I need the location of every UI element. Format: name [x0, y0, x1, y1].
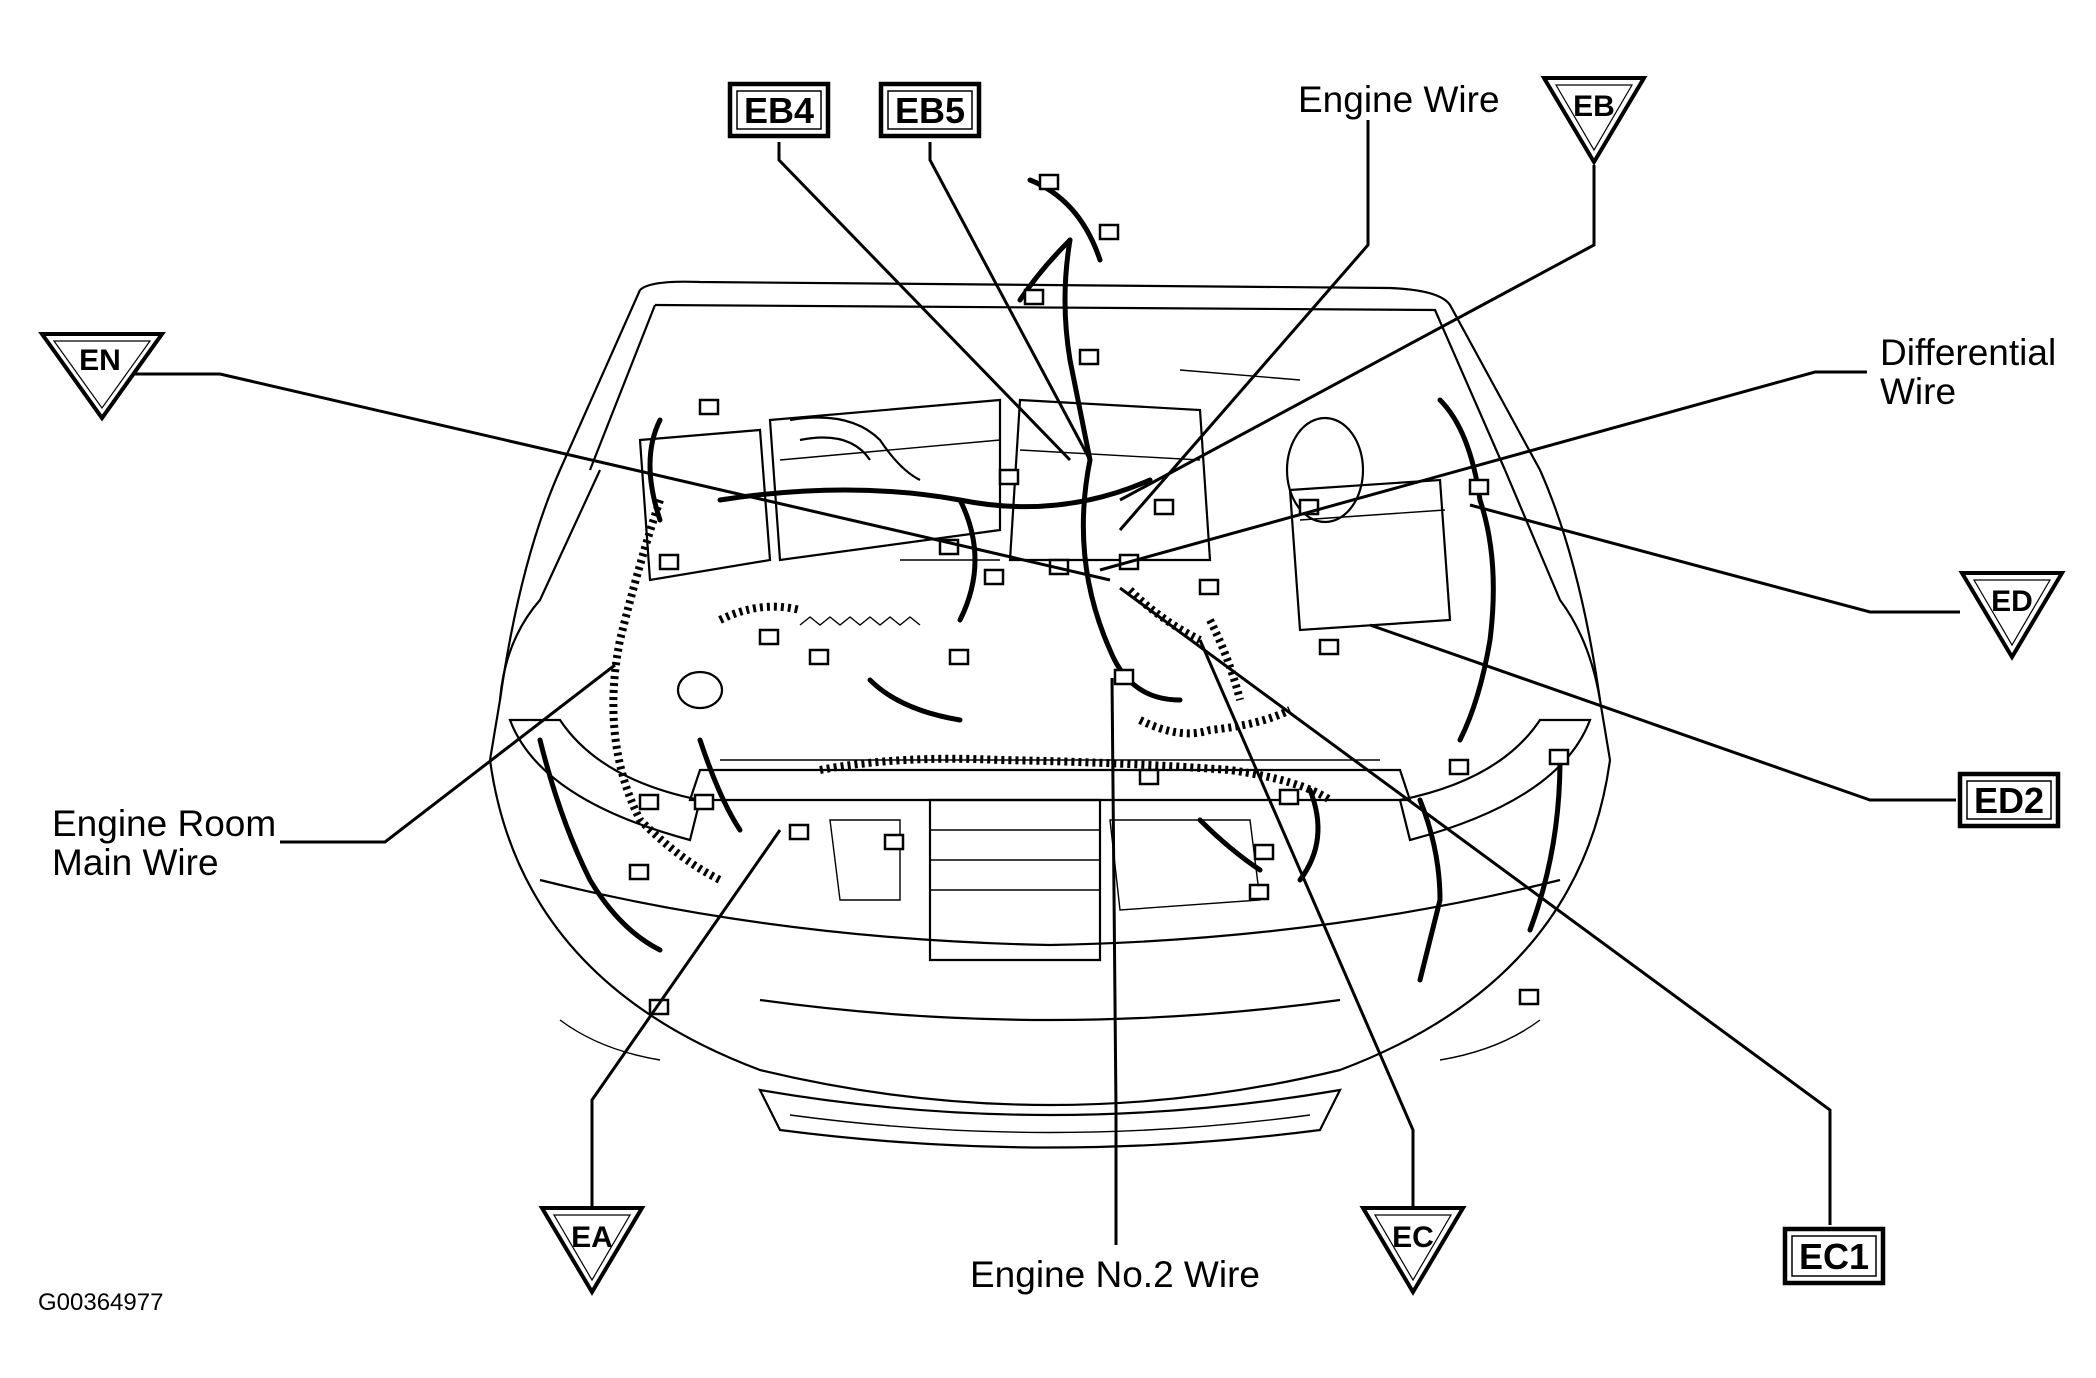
label-differential-wire-line1: Differential — [1880, 332, 2056, 373]
connector — [698, 398, 720, 416]
leader-eb — [1119, 165, 1596, 502]
boxed-code-labels: EB4 EB5 ED2 EC1 — [727, 81, 2061, 1286]
connector — [1548, 748, 1570, 766]
figure-id: G00364977 — [38, 1289, 163, 1316]
connector — [1038, 173, 1060, 191]
code-ed2-text: ED2 — [1974, 780, 2044, 821]
leader-engine-wire — [1118, 120, 1370, 531]
connector — [1278, 788, 1300, 806]
code-eb4-text: EB4 — [744, 90, 814, 131]
code-en-text: EN — [79, 344, 121, 377]
leader-ec1 — [1119, 586, 1832, 1225]
connector — [628, 863, 650, 881]
code-eb5: EB5 — [878, 81, 982, 139]
code-ea-text: EA — [571, 1221, 613, 1254]
connector — [1023, 288, 1045, 306]
connector — [808, 648, 830, 666]
label-engine-room-main-wire-line2: Main Wire — [52, 842, 219, 883]
label-differential-wire-line2: Wire — [1880, 371, 1956, 412]
connector — [658, 553, 680, 571]
connector — [883, 833, 905, 851]
leader-eb5 — [928, 142, 1092, 461]
connector — [1138, 768, 1160, 786]
wire-name-labels: Engine Wire Differential Wire Engine Roo… — [52, 79, 2056, 1295]
code-eb5-text: EB5 — [895, 90, 965, 131]
code-ed: ED — [1958, 571, 2066, 661]
code-ec: EC — [1359, 1206, 1467, 1296]
leader-engine-no2-wire — [1110, 677, 1118, 1245]
code-eb: EB — [1540, 76, 1648, 166]
connector — [1078, 348, 1100, 366]
code-ec1: EC1 — [1782, 1226, 1886, 1286]
code-eb-text: EB — [1573, 90, 1615, 123]
connector — [1153, 498, 1175, 516]
connector — [1198, 578, 1220, 596]
connector — [638, 793, 660, 811]
connector — [1248, 883, 1270, 901]
triangle-code-labels: EN EB ED EA EC — [38, 76, 2066, 1296]
leader-lines — [112, 120, 1960, 1245]
connector — [1468, 478, 1490, 496]
connector — [693, 793, 715, 811]
connector — [1448, 758, 1470, 776]
leader-en — [112, 372, 1111, 582]
connector — [1253, 843, 1275, 861]
leader-eb4 — [777, 142, 1072, 462]
connector — [983, 568, 1005, 586]
label-engine-no2-wire: Engine No.2 Wire — [970, 1254, 1260, 1295]
connector — [1113, 668, 1135, 686]
connector — [1518, 988, 1540, 1006]
code-eb4: EB4 — [727, 81, 831, 139]
connectors — [628, 173, 1570, 1016]
connector — [758, 628, 780, 646]
leader-engine-room-main-wire — [280, 663, 616, 844]
connector — [948, 648, 970, 666]
vehicle-outline — [488, 280, 1612, 1149]
connector — [1318, 638, 1340, 656]
leader-differential-wire — [1099, 370, 1867, 572]
connector — [1098, 223, 1120, 241]
code-ec-text: EC — [1392, 1221, 1434, 1254]
code-ed-text: ED — [1991, 585, 2033, 618]
leader-ed — [1469, 503, 1960, 614]
leader-ed2 — [1369, 623, 1956, 802]
code-ec1-text: EC1 — [1799, 1236, 1869, 1277]
connector — [788, 823, 810, 841]
leader-ea — [590, 829, 782, 1215]
code-ed2: ED2 — [1957, 771, 2061, 829]
label-engine-room-main-wire-line1: Engine Room — [52, 803, 276, 844]
code-en: EN — [38, 332, 166, 422]
connector — [998, 468, 1020, 486]
label-engine-wire: Engine Wire — [1298, 79, 1500, 120]
code-ea: EA — [538, 1206, 646, 1296]
leader-ec — [1198, 639, 1415, 1215]
